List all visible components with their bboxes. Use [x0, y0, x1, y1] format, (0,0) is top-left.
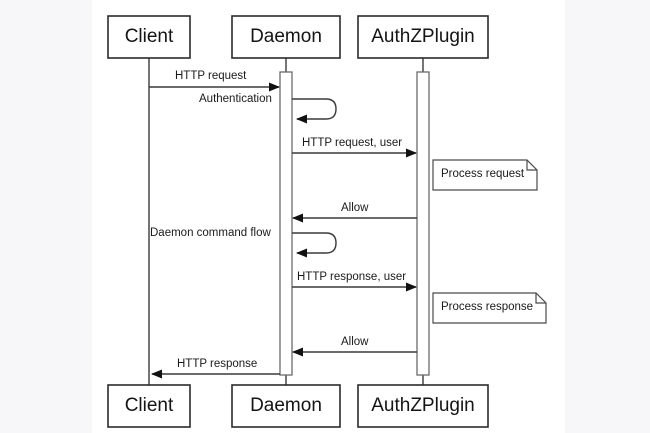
actor-box-authzplugin-bottom[interactable] [357, 384, 489, 428]
actor-label-client-top: Client [124, 26, 174, 47]
actor-box-client-top[interactable] [107, 15, 191, 59]
message-label-authentication: Authentication [199, 93, 272, 105]
note-label-process-request: Process request [441, 168, 525, 180]
note-process-request [432, 159, 538, 191]
diagram-canvas [92, 0, 565, 433]
activation-bar-authzplugin [416, 71, 430, 376]
actor-box-daemon-bottom[interactable] [231, 384, 341, 428]
message-selfloop-daemon-command-flow [292, 232, 337, 258]
message-label-http-request-user: HTTP request, user [302, 137, 403, 149]
message-label-allow-2: Allow [341, 336, 369, 348]
note-label-process-response: Process response [441, 301, 534, 313]
actor-label-daemon-bottom: Daemon [250, 395, 322, 416]
actor-label-daemon-top: Daemon [250, 26, 322, 47]
message-label-allow-1: Allow [341, 202, 369, 214]
message-label-daemon-command-flow: Daemon command flow [150, 227, 271, 239]
note-process-response [432, 292, 547, 324]
actor-box-daemon-top[interactable] [231, 15, 341, 59]
message-label-http-response: HTTP response [177, 358, 258, 370]
actor-label-authzplugin-top: AuthZPlugin [371, 26, 475, 47]
actor-box-client-bottom[interactable] [107, 384, 191, 428]
actor-label-authzplugin-bottom: AuthZPlugin [371, 395, 475, 416]
message-label-http-response-user: HTTP response, user [297, 271, 407, 283]
message-label-http-request: HTTP request [175, 70, 247, 82]
message-selfloop-authentication [292, 98, 337, 124]
activation-bar-daemon [279, 71, 293, 376]
actor-box-authzplugin-top[interactable] [357, 15, 489, 59]
actor-label-client-bottom: Client [124, 395, 174, 416]
